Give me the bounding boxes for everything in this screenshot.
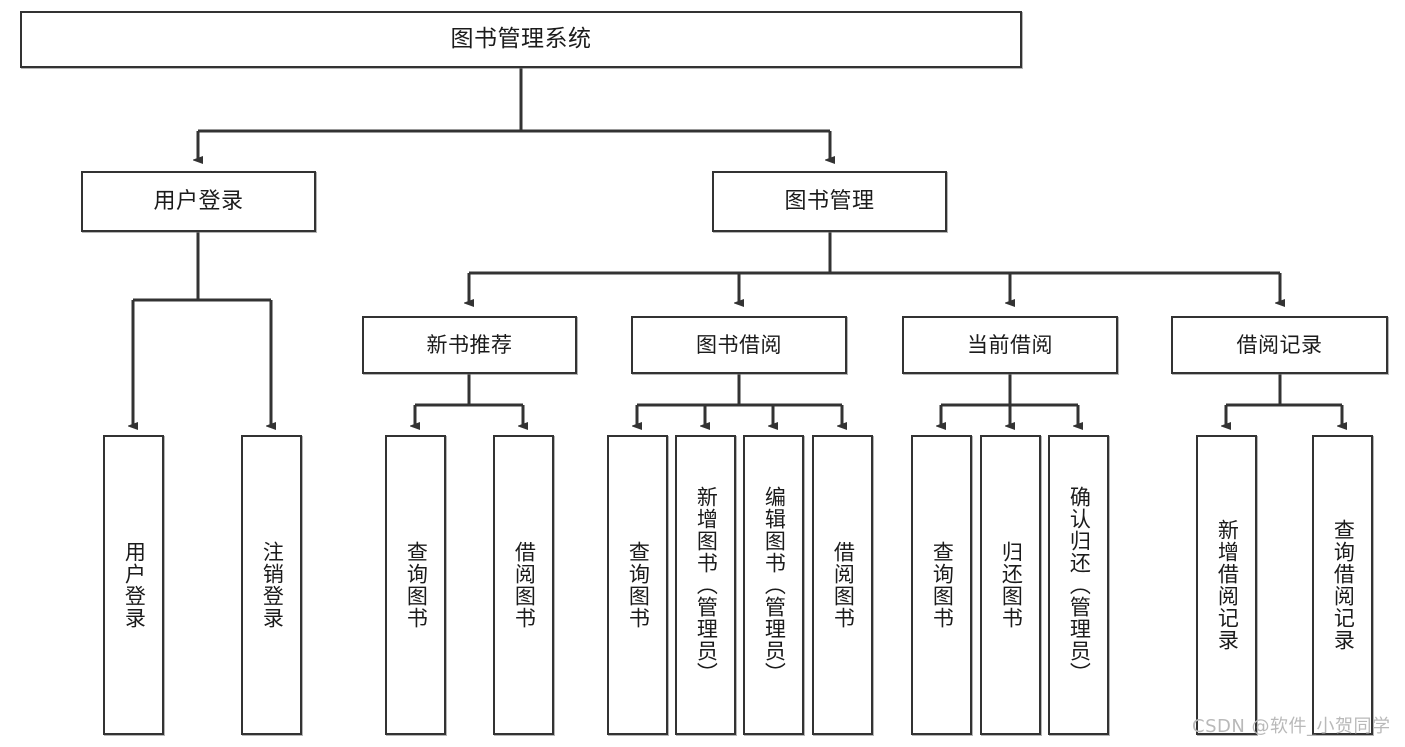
node-book-management-label: 图书管理 bbox=[784, 188, 875, 214]
leaf-borrow-book[interactable]: 借阅图书 bbox=[812, 435, 873, 735]
leaf-add-borrow-record[interactable]: 新增借阅记录 bbox=[1196, 435, 1257, 735]
node-new-book-recommend-label: 新书推荐 bbox=[426, 332, 513, 357]
leaf-query-book-recommend-label: 查询图书 bbox=[404, 541, 429, 629]
leaf-query-book-current-label: 查询图书 bbox=[930, 541, 955, 629]
leaf-return-book[interactable]: 归还图书 bbox=[980, 435, 1041, 735]
node-book-borrow-label: 图书借阅 bbox=[696, 332, 782, 357]
leaf-logout[interactable]: 注销登录 bbox=[241, 435, 302, 735]
node-root-label: 图书管理系统 bbox=[450, 25, 592, 52]
csdn-watermark: CSDN @软件_小贺同学 bbox=[1192, 716, 1391, 737]
leaf-confirm-return-admin-label: 确认归还（管理员） bbox=[1067, 486, 1092, 684]
leaf-confirm-return-admin[interactable]: 确认归还（管理员） bbox=[1048, 435, 1109, 735]
leaf-return-book-label: 归还图书 bbox=[999, 541, 1024, 629]
leaf-query-book-current[interactable]: 查询图书 bbox=[911, 435, 972, 735]
leaf-add-book-admin-label: 新增图书（管理员） bbox=[694, 486, 719, 684]
node-current-borrow-label: 当前借阅 bbox=[967, 332, 1053, 357]
leaf-borrow-book-recommend-label: 借阅图书 bbox=[512, 541, 537, 629]
node-borrow-record-label: 借阅记录 bbox=[1236, 332, 1323, 357]
leaf-borrow-book-recommend[interactable]: 借阅图书 bbox=[493, 435, 554, 735]
leaf-add-borrow-record-label: 新增借阅记录 bbox=[1215, 519, 1240, 651]
leaf-edit-book-admin-label: 编辑图书（管理员） bbox=[762, 486, 787, 684]
node-root-system[interactable]: 图书管理系统 bbox=[20, 11, 1022, 68]
leaf-user-login-label: 用户登录 bbox=[122, 541, 147, 629]
node-new-book-recommend[interactable]: 新书推荐 bbox=[362, 316, 577, 374]
leaf-query-borrow-record[interactable]: 查询借阅记录 bbox=[1312, 435, 1373, 735]
leaf-edit-book-admin[interactable]: 编辑图书（管理员） bbox=[743, 435, 804, 735]
node-user-login[interactable]: 用户登录 bbox=[81, 171, 316, 232]
leaf-query-book-recommend[interactable]: 查询图书 bbox=[385, 435, 446, 735]
node-book-borrow[interactable]: 图书借阅 bbox=[631, 316, 847, 374]
node-current-borrow[interactable]: 当前借阅 bbox=[902, 316, 1118, 374]
node-book-management[interactable]: 图书管理 bbox=[712, 171, 947, 232]
leaf-query-book-borrow[interactable]: 查询图书 bbox=[607, 435, 668, 735]
leaf-user-login[interactable]: 用户登录 bbox=[103, 435, 164, 735]
leaf-query-borrow-record-label: 查询借阅记录 bbox=[1331, 519, 1356, 651]
leaf-add-book-admin[interactable]: 新增图书（管理员） bbox=[675, 435, 736, 735]
node-user-login-label: 用户登录 bbox=[153, 188, 244, 214]
node-borrow-record[interactable]: 借阅记录 bbox=[1171, 316, 1388, 374]
leaf-logout-label: 注销登录 bbox=[260, 541, 285, 629]
leaf-borrow-book-label: 借阅图书 bbox=[831, 541, 856, 629]
leaf-query-book-borrow-label: 查询图书 bbox=[626, 541, 651, 629]
